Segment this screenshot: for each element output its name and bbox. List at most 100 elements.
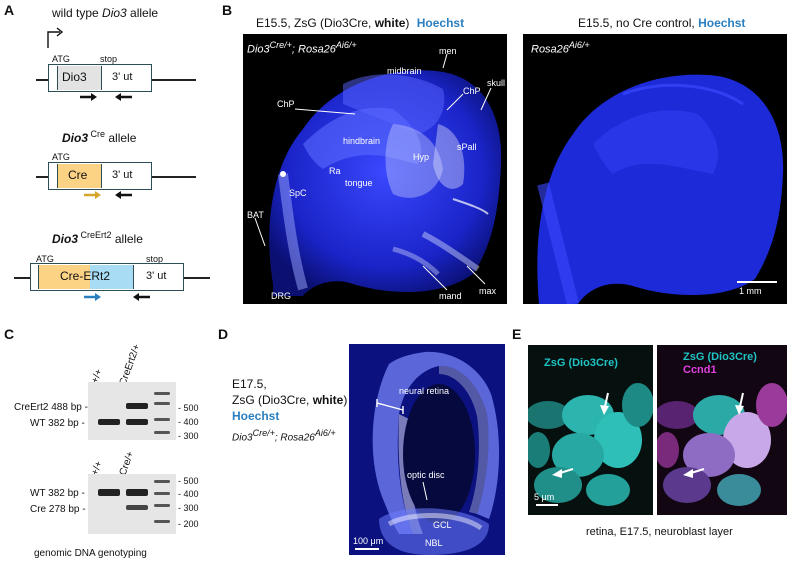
label-spall: sPall: [457, 142, 477, 152]
b-left-genotype-a: Dio3: [247, 43, 270, 56]
b-left-genotype: Dio3Cre/+; Rosa26Ai6/+: [247, 40, 357, 56]
e-scalebar-line: [536, 504, 558, 506]
creert-atg-label: ATG: [36, 254, 54, 264]
label-drg: DRG: [271, 291, 291, 301]
panel-b-right-title: E15.5, no Cre control, Hoechst: [578, 16, 745, 30]
wt-primer-arrows: [80, 93, 132, 101]
transcription-start-arrow: [47, 27, 64, 48]
d-zsg: ZsG (Dio3Cre,: [232, 393, 313, 407]
ert2-exon: [90, 265, 134, 289]
d-zsg-bold: white: [312, 393, 344, 407]
retina-image: [349, 344, 505, 555]
creert-exon-label-b: ERt2: [83, 269, 111, 283]
embryo-zsg-micrograph: Dio3Cre/+; Rosa26Ai6/+ men midbrain ChP …: [243, 34, 507, 304]
c-top-band-wt-lane2: [126, 419, 148, 425]
c-top-gel: [88, 382, 176, 440]
embryo-zsg-image: [269, 70, 502, 297]
cre-atg-label: ATG: [52, 152, 70, 162]
label-chp-left: ChP: [277, 99, 295, 109]
b-left-title-text: E15.5, ZsG (Dio3Cre,: [256, 16, 375, 30]
label-midbrain: midbrain: [387, 66, 422, 76]
panel-b-left-title: E15.5, ZsG (Dio3Cre, white) Hoechst: [256, 16, 464, 30]
d-zsg-line: ZsG (Dio3Cre, white): [232, 392, 347, 408]
b-left-title-hoechst: Hoechst: [416, 16, 465, 30]
cre-title-gene: Dio3: [62, 131, 89, 145]
e-caption: retina, E17.5, neuroblast layer: [586, 526, 733, 538]
label-men: men: [439, 46, 457, 56]
panel-label-c: C: [4, 326, 15, 342]
label-bat: BAT: [247, 210, 264, 220]
d-label-gcl: GCL: [433, 520, 452, 530]
e-right-label-ccnd1: Ccnd1: [683, 364, 717, 376]
c-top-band-wt-lane1: [98, 419, 120, 425]
c-bottom-ladder-2: [154, 492, 170, 495]
e-merge-image: [657, 345, 787, 515]
cre-allele-title: Dio3 Cre allele: [62, 129, 136, 145]
d-label-neural-retina: neural retina: [399, 386, 450, 396]
embryo-control-micrograph: Rosa26Ai6/+ 1 mm: [523, 34, 787, 304]
b-scalebar-line: [737, 281, 777, 283]
d-label-nbl: NBL: [425, 538, 443, 548]
b-right-title-hoechst: Hoechst: [698, 16, 746, 30]
e-right-arrows: [683, 392, 744, 478]
cre-title-sup: Cre: [88, 129, 106, 139]
d-genotype-a: Dio3: [232, 432, 253, 444]
wt-exon-label: Dio3: [62, 70, 87, 84]
cre-utr-label: 3' ut: [112, 169, 133, 181]
label-hindbrain: hindbrain: [343, 136, 381, 146]
e-zsg-image: [528, 345, 653, 515]
c-top-ladder-400: - 400: [178, 417, 199, 427]
c-top-ladder-4: [154, 431, 170, 434]
c-top-band-label-creert: CreErt2 488 bp -: [14, 402, 88, 413]
b-left-genotype-b: ; Rosa26: [291, 43, 336, 56]
wt-stop-label: stop: [100, 54, 118, 64]
c-bottom-ladder-4: [154, 520, 170, 523]
d-zsg-close: ): [343, 393, 348, 407]
b-left-genotype-b-sup: Ai6/+: [335, 40, 357, 50]
c-bottom-band-wt-lane1: [98, 489, 120, 496]
b-left-title-close: ): [405, 16, 410, 30]
creert-title-suffix: allele: [111, 232, 143, 246]
b-right-genotype-text: Rosa26: [531, 43, 569, 56]
e-merge-micrograph: ZsG (Dio3Cre) Ccnd1: [657, 345, 787, 515]
d-label-optic-disc: optic disc: [407, 470, 445, 480]
panel-label-a: A: [4, 2, 15, 18]
c-top-ladder-300: - 300: [178, 431, 199, 441]
d-legend: E17.5, ZsG (Dio3Cre, white) Hoechst: [232, 376, 347, 424]
c-top-ladder-3: [154, 418, 170, 421]
cre-exon-label: Cre: [68, 168, 88, 182]
d-annotation-lines: [376, 399, 428, 501]
b-right-genotype: Rosa26Ai6/+: [531, 40, 590, 56]
cre-primer-arrows: [84, 191, 132, 199]
c-top-band-creert-lane2: [126, 403, 148, 409]
label-hyp: Hyp: [413, 152, 430, 162]
d-stage: E17.5,: [232, 377, 267, 391]
creert-cre-exon: [38, 265, 90, 289]
cre-exon: [57, 164, 102, 188]
e-zsg-micrograph: ZsG (Dio3Cre) 5 μm: [528, 345, 653, 515]
wt-utr-label: 3' ut: [112, 71, 133, 83]
c-bottom-band-label-cre: Cre 278 bp -: [30, 504, 86, 515]
d-genotype: Dio3Cre/+; Rosa26Ai6/+: [232, 428, 336, 443]
panel-label-b: B: [222, 2, 233, 18]
creert-title-gene: Dio3: [52, 232, 79, 246]
d-genotype-a-sup: Cre/+: [252, 428, 275, 438]
wt-title-prefix: wild type: [52, 6, 103, 20]
c-top-lane-2: CreErt2/+: [117, 342, 143, 387]
e-right-label: ZsG (Dio3Cre) Ccnd1: [683, 351, 757, 377]
c-caption: genomic DNA genotyping: [34, 548, 147, 559]
creert-exon-label: Cre-ERt2: [60, 269, 110, 283]
wt-allele-title: wild type Dio3 allele: [52, 6, 158, 20]
c-bottom-ladder-500: - 500: [178, 476, 199, 486]
b-right-genotype-sup: Ai6/+: [568, 40, 590, 50]
panel-label-d: D: [218, 326, 229, 342]
c-bottom-lane-2: Cre/+: [117, 449, 137, 477]
e-scalebar-label: 5 μm: [534, 492, 555, 502]
creert-exon-label-a: Cre-: [60, 269, 84, 283]
b-left-title-bold: white: [374, 16, 406, 30]
label-ra: Ra: [329, 166, 341, 176]
label-skull: skull: [487, 78, 506, 88]
c-top-band-label-wt: WT 382 bp -: [30, 418, 85, 429]
d-genotype-b-sup: Ai6/+: [314, 428, 336, 438]
wt-dio3-exon: [57, 66, 102, 90]
